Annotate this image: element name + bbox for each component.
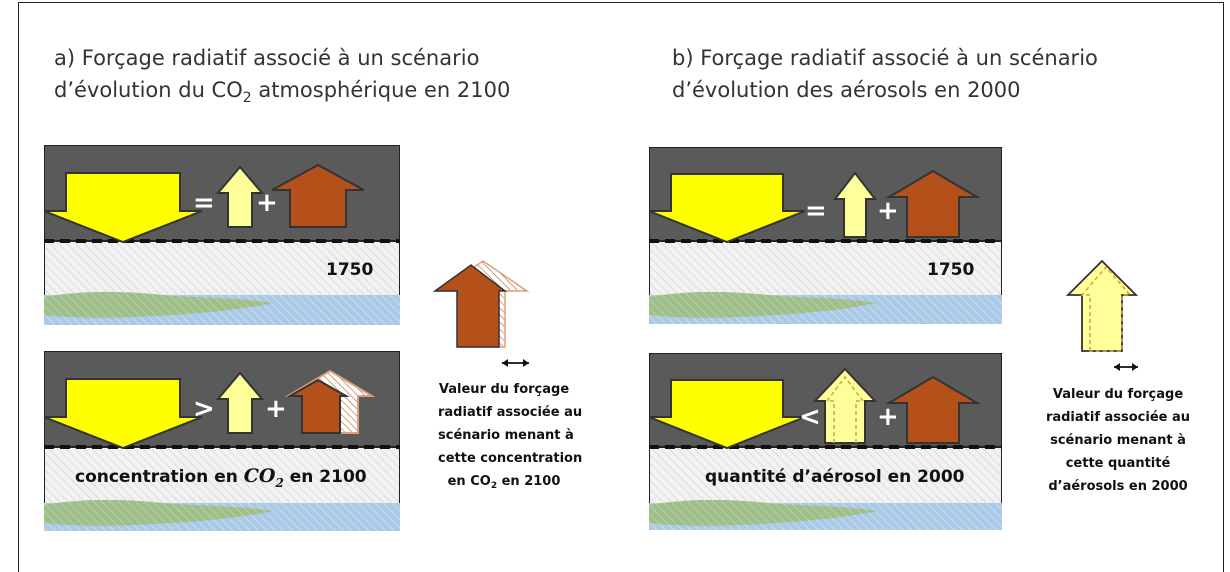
legend-a-line5-sub: 2: [490, 481, 498, 491]
plus-symbol: +: [256, 188, 278, 218]
baseline-reflected-outline-icon: [825, 375, 865, 443]
year-label: 1750: [326, 260, 374, 280]
year-label: 1750: [927, 260, 975, 280]
legend-b-text: Valeur du forçage radiatif associée au s…: [1043, 383, 1193, 498]
conc-co: CO: [243, 465, 276, 487]
panel-b-2000-scene: < + quantité d’aérosol en 2000: [649, 353, 1002, 530]
panel-a-title-line2-pre: d’évolution du CO: [54, 78, 243, 102]
panel-b-title: b) Forçage radiatif associé à un scénari…: [672, 42, 1098, 106]
infrared-arrow-icon: [885, 169, 981, 238]
baseline-forcing-arrow-icon: [432, 264, 508, 348]
equals-symbol: =: [805, 196, 827, 226]
legend-b-line4: cette quantité: [1065, 456, 1171, 471]
figure-frame: [18, 2, 1224, 572]
solar-arrow-icon: [649, 379, 806, 450]
panel-b-title-line1: b) Forçage radiatif associé à un scénari…: [672, 46, 1098, 70]
legend-a-line5: en CO2 en 2100: [438, 470, 570, 495]
infrared-arrow-icon: [271, 163, 365, 228]
panel-a-title-line2: d’évolution du CO2 atmosphérique en 2100: [54, 74, 510, 109]
legend-a-text: Valeur du forçage radiatif associée au s…: [438, 378, 583, 495]
greater-than-symbol: >: [193, 394, 215, 424]
legend-b-arrows: [1065, 259, 1139, 371]
legend-a-line1: Valeur du forçage: [438, 382, 570, 397]
panel-a-title-line2-post: atmosphérique en 2100: [251, 78, 511, 102]
legend-b-line1: Valeur du forçage: [1052, 387, 1184, 402]
co2-concentration-label: concentration en CO2 en 2100: [75, 465, 367, 490]
infrared-arrow-icon: [885, 375, 981, 444]
aerosol-scenario-arrow-icon: [1065, 259, 1139, 352]
legend-a-line3: scénario menant à: [438, 428, 574, 443]
conc-post: en 2100: [283, 467, 367, 487]
land-area: [649, 499, 877, 526]
panel-b-title-line2: d’évolution des aérosols en 2000: [672, 78, 1021, 102]
legend-a-line5-post: en 2100: [497, 474, 561, 489]
panel-b-1750-scene: = + 1750: [649, 147, 1002, 324]
solar-arrow-icon: [44, 378, 203, 450]
panel-a-title-line1: a) Forçage radiatif associé à un scénari…: [54, 46, 480, 70]
baseline-reflected-outline-icon: [1080, 265, 1132, 352]
plus-symbol: +: [265, 394, 287, 424]
legend-a-line5-pre: en CO: [447, 474, 491, 489]
panel-a-title-line2-sub: 2: [242, 90, 252, 106]
land-area: [44, 291, 274, 318]
equals-symbol: =: [193, 188, 215, 218]
legend-a-line2: radiatif associée au: [438, 405, 583, 420]
reflected-arrow-with-aerosol-icon: [812, 367, 878, 444]
panel-a-1750-scene: = + 1750: [44, 145, 400, 325]
aerosol-quantity-label: quantité d’aérosol en 2000: [705, 467, 965, 487]
infrared-arrow-icon: [286, 378, 350, 434]
legend-b-line2: radiatif associée au: [1045, 410, 1191, 425]
legend-b-line5: d’aérosols en 2000: [1048, 479, 1188, 494]
less-than-symbol: <: [799, 402, 821, 432]
plus-symbol: +: [877, 402, 899, 432]
conc-sub: 2: [275, 476, 284, 490]
reflected-arrow-icon: [215, 165, 265, 228]
solar-arrow-icon: [649, 173, 806, 244]
land-area: [649, 291, 877, 318]
conc-pre: concentration en: [75, 467, 244, 487]
legend-a-arrows: [432, 260, 530, 367]
panel-a-2100-scene: > + concentration en CO2 en 2100: [44, 351, 400, 531]
land-area: [44, 499, 274, 526]
plus-symbol: +: [877, 196, 899, 226]
panel-a-title: a) Forçage radiatif associé à un scénari…: [54, 42, 510, 109]
legend-a-line4: cette concentration: [438, 451, 583, 466]
reflected-arrow-icon: [215, 371, 265, 434]
legend-b-line3: scénario menant à: [1050, 433, 1186, 448]
solar-arrow-icon: [44, 172, 203, 244]
reflected-arrow-icon: [832, 171, 878, 238]
